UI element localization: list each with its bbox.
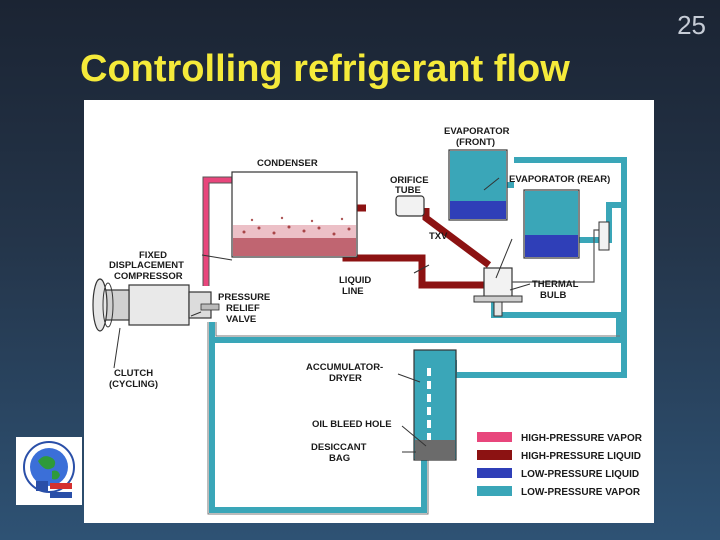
label-fixed: FIXED [139, 250, 167, 261]
condenser [231, 171, 358, 258]
label-evaporator-rear: EVAPORATOR (REAR) [509, 174, 610, 185]
label-bulb: BULB [540, 290, 567, 301]
slide-title: Controlling refrigerant flow [80, 48, 570, 90]
leader-lines [113, 177, 531, 453]
legend-label-lp-liquid: LOW-PRESSURE LIQUID [521, 469, 639, 480]
orifice-tube [395, 195, 425, 217]
label-oil-bleed: OIL BLEED HOLE [312, 419, 392, 430]
legend-label-hp-vapor: HIGH-PRESSURE VAPOR [521, 433, 643, 444]
label-evaporator-front-sub: (FRONT) [456, 137, 495, 148]
label-valve: VALVE [226, 314, 256, 325]
evaporator-front [448, 149, 508, 221]
label-displacement: DISPLACEMENT [109, 260, 184, 271]
legend: HIGH-PRESSURE VAPOR HIGH-PRESSURE LIQUID… [477, 432, 643, 498]
legend-swatch-lp-liquid [477, 468, 512, 478]
high-pressure-vapor-pipes [203, 177, 232, 286]
label-relief: RELIEF [226, 303, 260, 314]
legend-label-lp-vapor: LOW-PRESSURE VAPOR [521, 487, 641, 498]
compressor [92, 278, 220, 332]
label-cycling: (CYCLING) [109, 379, 158, 390]
label-desiccant: DESICCANT [311, 442, 367, 453]
label-pressure: PRESSURE [218, 292, 270, 303]
slide-number: 25 [677, 10, 706, 40]
legend-swatch-hp-vapor [477, 432, 512, 442]
diagram-canvas: EVAPORATOR (FRONT) CONDENSER ORIFICE TUB… [92, 126, 643, 515]
logo-graphic [16, 437, 82, 505]
label-orifice-tube: TUBE [395, 185, 421, 196]
label-liquid: LIQUID [339, 275, 371, 286]
label-bag: BAG [329, 453, 350, 464]
label-compressor: COMPRESSOR [114, 271, 183, 282]
label-clutch: CLUTCH [114, 368, 153, 379]
label-orifice: ORIFICE [390, 175, 429, 186]
accumulator-dryer [413, 349, 457, 461]
legend-swatch-hp-liquid [477, 450, 512, 460]
association-logo [16, 437, 82, 505]
label-thermal: THERMAL [532, 279, 579, 290]
label-accumulator: ACCUMULATOR- [306, 362, 383, 373]
label-line: LINE [342, 286, 364, 297]
legend-swatch-lp-vapor [477, 486, 512, 496]
label-condenser: CONDENSER [257, 158, 318, 169]
label-dryer: DRYER [329, 373, 362, 384]
legend-label-hp-liquid: HIGH-PRESSURE LIQUID [521, 451, 641, 462]
evaporator-rear [523, 189, 580, 259]
refrigerant-flow-diagram: EVAPORATOR (FRONT) CONDENSER ORIFICE TUB… [84, 100, 654, 523]
label-evaporator-front: EVAPORATOR [444, 126, 510, 137]
label-txv: TXV [429, 231, 448, 242]
